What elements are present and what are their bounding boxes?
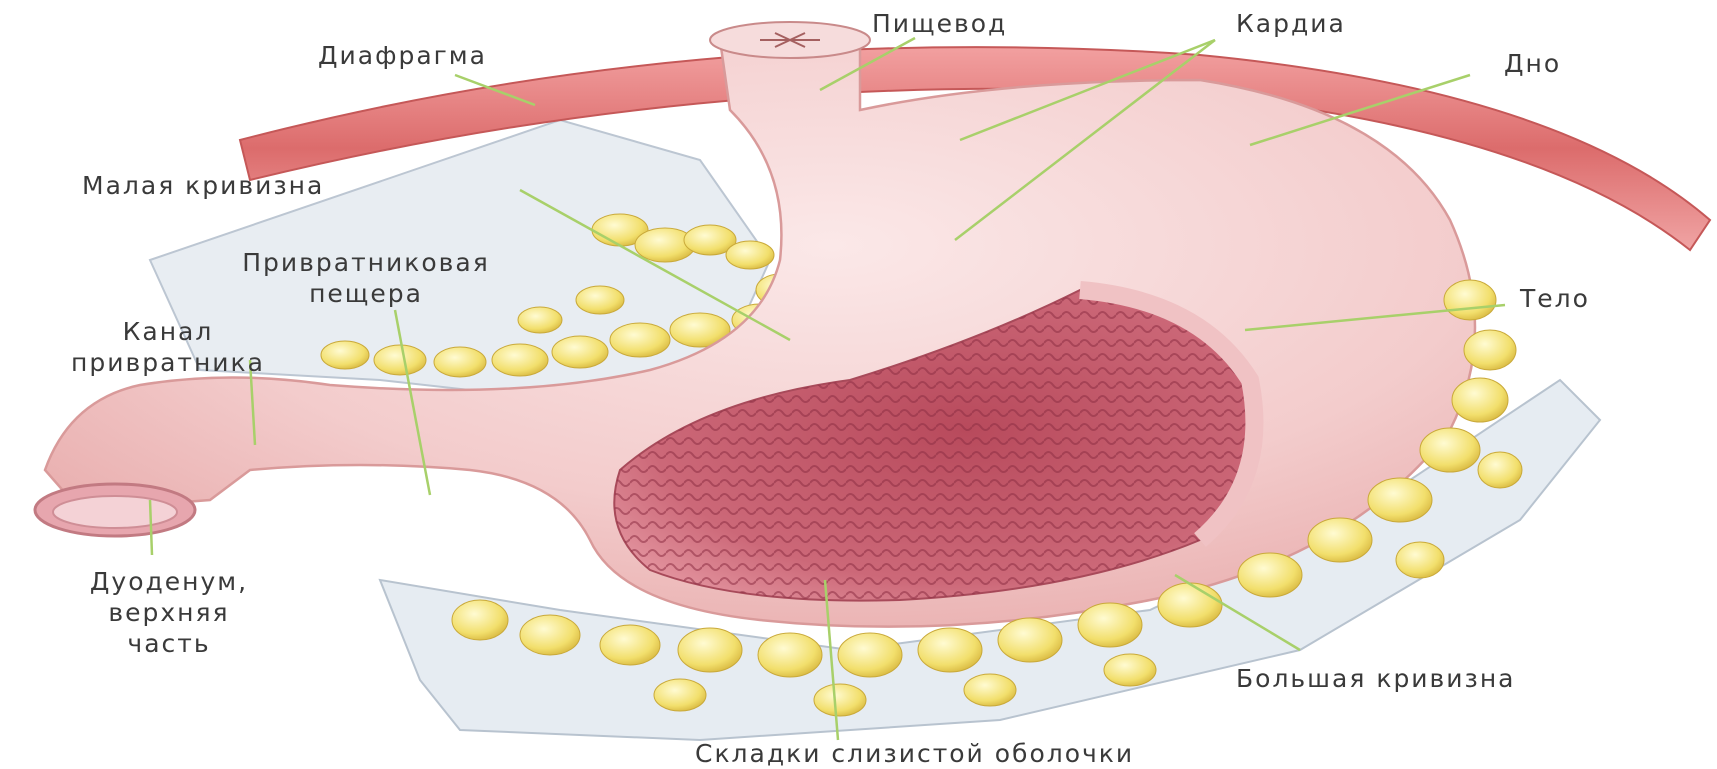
label-body: Тело (1520, 283, 1590, 314)
label-pyloric-antrum: Привратниковая пещера (156, 247, 576, 309)
label-lesser-curvature: Малая кривизна (82, 170, 324, 201)
label-pyloric-canal: Канал привратника (8, 316, 328, 378)
label-fundus: Дно (1504, 48, 1561, 79)
label-mucosal-folds: Складки слизистой оболочки (695, 738, 1134, 769)
label-pyloric-antrum-line2: пещера (156, 278, 576, 309)
label-duodenum-line1: Дуоденум, (46, 566, 292, 597)
label-pyloric-canal-line2: привратника (8, 347, 328, 378)
label-duodenum-line2: верхняя (46, 597, 292, 628)
label-diaphragm: Диафрагма (318, 40, 487, 71)
label-greater-curvature: Большая кривизна (1236, 663, 1516, 694)
label-pyloric-canal-line1: Канал (8, 316, 328, 347)
label-cardia: Кардиа (1236, 8, 1346, 39)
label-esophagus: Пищевод (872, 8, 1007, 39)
label-duodenum: Дуоденум, верхняя часть (46, 566, 292, 659)
label-pyloric-antrum-line1: Привратниковая (156, 247, 576, 278)
label-duodenum-line3: часть (46, 628, 292, 659)
